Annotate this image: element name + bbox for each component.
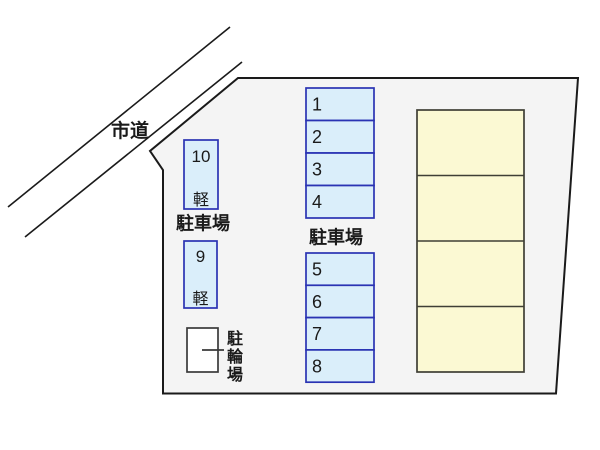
main-parking-area-label: 駐車場 <box>309 227 363 248</box>
building-block <box>416 109 525 373</box>
space-2-box <box>305 119 375 154</box>
space-1-number: 1 <box>312 95 322 115</box>
kei-space-9-box <box>183 240 218 309</box>
kei-parking-area-label: 駐車場 <box>176 213 230 234</box>
space-3-box <box>305 152 375 187</box>
space-8-box <box>305 349 375 384</box>
space-4-number: 4 <box>312 192 322 212</box>
space-6-box <box>305 284 375 319</box>
space-3-number: 3 <box>312 160 322 180</box>
road-edge-inner <box>24 61 243 238</box>
bicycle-parking: 駐 輪 場 <box>186 327 244 384</box>
bicycle-label-char-1: 駐 <box>227 329 243 348</box>
space-2-number: 2 <box>312 127 322 147</box>
city-road: 市道 <box>7 26 243 238</box>
kei-space-10-box <box>183 139 219 210</box>
road-label: 市道 <box>111 119 149 142</box>
bicycle-label-char-3: 場 <box>227 366 243 384</box>
kei-space-10: 10 軽 <box>183 139 219 210</box>
bicycle-label-char-2: 輪 <box>227 347 244 366</box>
space-8-number: 8 <box>312 356 322 376</box>
kei-space-9: 9 軽 <box>183 240 218 309</box>
space-5-number: 5 <box>312 260 322 280</box>
space-4-box <box>305 184 375 219</box>
space-6-number: 6 <box>312 292 322 312</box>
kei-space-9-type: 軽 <box>192 290 208 308</box>
parking-row-1-4: 1 2 3 4 <box>305 87 375 219</box>
kei-space-10-number: 10 <box>192 147 211 166</box>
space-7-number: 7 <box>312 324 322 344</box>
parking-row-5-8: 5 6 7 8 <box>305 252 375 384</box>
road-edge-outer <box>7 26 231 208</box>
kei-space-10-type: 軽 <box>193 191 209 209</box>
kei-space-9-number: 9 <box>196 247 205 266</box>
